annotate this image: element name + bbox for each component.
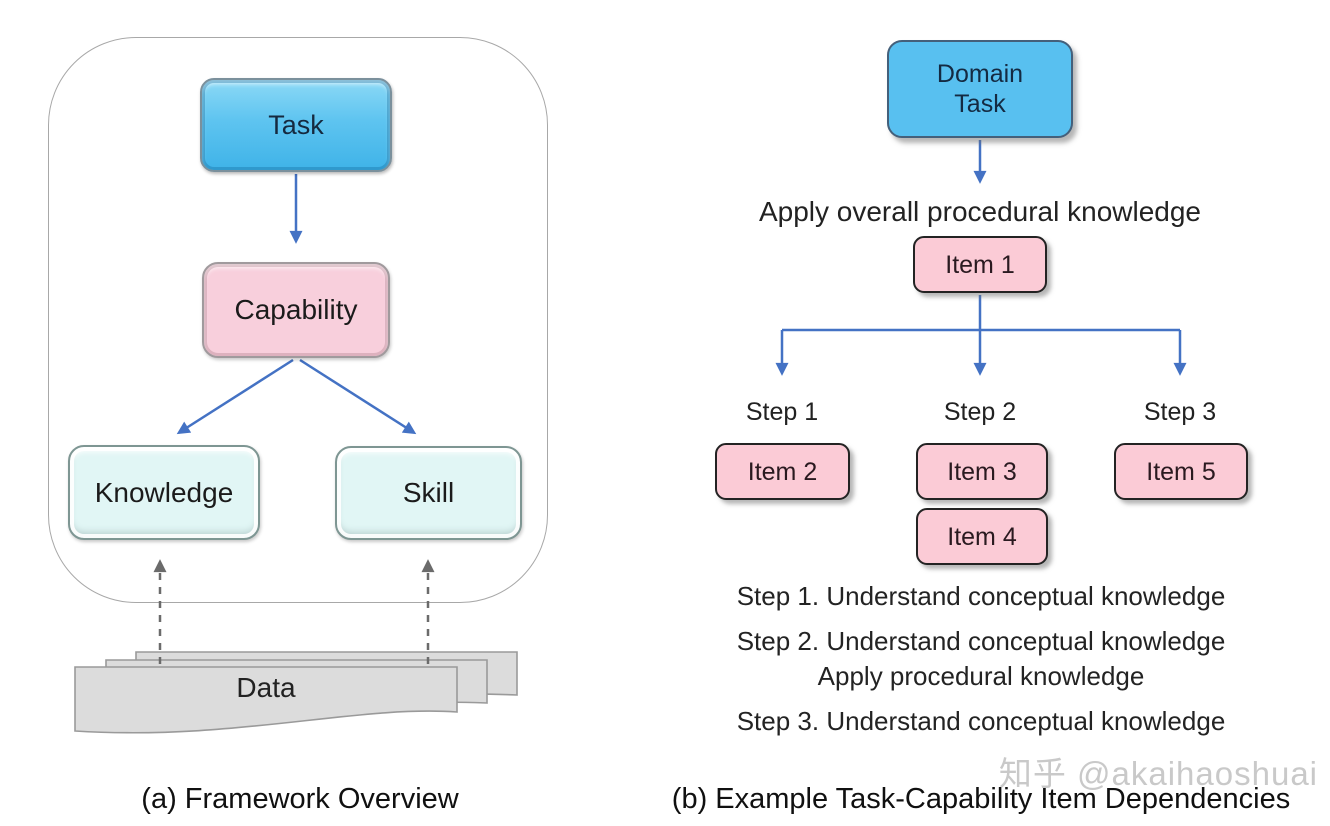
node-capability-label: Capability (234, 294, 358, 326)
node-item-4: Item 4 (916, 508, 1048, 565)
apply-overall-text: Apply overall procedural knowledge (758, 196, 1202, 227)
caption-panel-a: (a) Framework Overview (141, 783, 459, 815)
node-item-3-label: Item 3 (947, 457, 1017, 486)
node-skill-label: Skill (402, 477, 455, 509)
step3-heading: Step 3 (1143, 398, 1217, 426)
watermark-text: 知乎 @akaihaoshuai (998, 755, 1318, 792)
capability-to-knowledge-arrow (176, 358, 294, 435)
node-task: Task (200, 78, 392, 172)
node-capability: Capability (202, 262, 390, 358)
step2-note-continuation: Apply procedural knowledge (817, 661, 1145, 691)
node-domain-task: Domain Task (887, 40, 1073, 138)
node-knowledge: Knowledge (68, 445, 260, 540)
node-item-4-label: Item 4 (947, 522, 1017, 551)
node-item-1: Item 1 (913, 236, 1047, 293)
data-stack-label: Data (236, 672, 296, 703)
node-skill: Skill (335, 446, 522, 540)
node-item-2-label: Item 2 (747, 457, 818, 486)
node-domain-task-label: Domain Task (936, 60, 1024, 118)
node-item-5-label: Item 5 (1146, 457, 1216, 486)
capability-to-skill-arrow (299, 358, 417, 435)
caption-panel-b: (b) Example Task-Capability Item Depende… (671, 783, 1291, 815)
node-item-5: Item 5 (1114, 443, 1248, 500)
step1-heading: Step 1 (745, 398, 819, 426)
node-item-3: Item 3 (916, 443, 1048, 500)
framework-container-outline (48, 37, 548, 603)
step2-heading: Step 2 (943, 398, 1017, 426)
node-knowledge-label: Knowledge (94, 476, 234, 508)
step3-note: Step 3. Understand conceptual knowledge (736, 706, 1226, 736)
data-document-front (74, 666, 458, 734)
step2-note: Step 2. Understand conceptual knowledge (736, 626, 1226, 656)
node-item-2: Item 2 (715, 443, 850, 500)
node-task-label: Task (268, 109, 324, 140)
step1-note: Step 1. Understand conceptual knowledge (736, 581, 1226, 611)
node-item-1-label: Item 1 (945, 250, 1015, 279)
